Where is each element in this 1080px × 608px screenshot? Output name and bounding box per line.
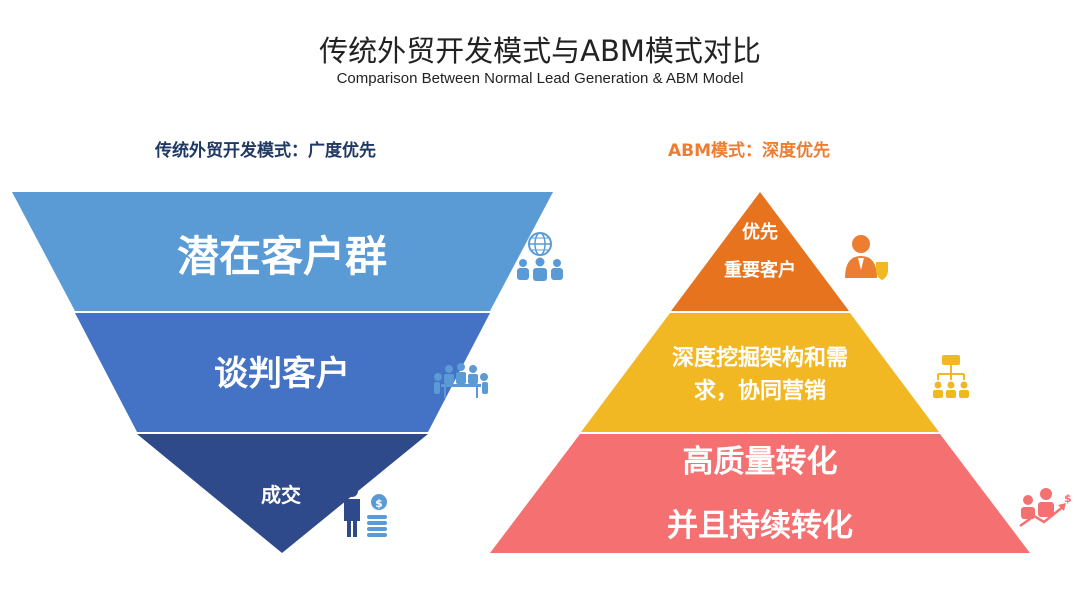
traditional-funnel: 潜在客户群 谈判客户 成交 — [12, 192, 553, 553]
abm-model-heading: ABM模式：深度优先 — [668, 141, 831, 161]
funnel-level-deal — [137, 434, 428, 553]
funnel-level-prospects — [12, 192, 553, 311]
funnel-level-negotiation-label: 谈判客户 — [214, 354, 350, 394]
businessman-money-icon: $ — [344, 485, 387, 537]
abm-pyramid: 优先 重要客户 深度挖掘架构和需 求，协同营销 高质量转化 并且持续转化 — [490, 192, 1030, 553]
funnel-level-deal-label: 成交 — [261, 483, 301, 507]
globe-team-icon — [517, 232, 563, 281]
funnel-level-prospects-label: 潜在客户群 — [177, 232, 387, 281]
svg-text:$: $ — [375, 497, 383, 510]
pyramid-level-conversion — [490, 434, 1030, 553]
pyramid-level-priority — [671, 192, 849, 311]
meeting-team-icon — [434, 363, 488, 398]
pyramid-deep-mining-line-2: 求，协同营销 — [694, 379, 826, 404]
pyramid-level-deep-mining — [581, 313, 939, 432]
page-title: 传统外贸开发模式与ABM模式对比 — [319, 34, 761, 68]
team-growth-icon: $ — [1019, 488, 1072, 528]
page-subtitle: Comparison Between Normal Lead Generatio… — [336, 70, 744, 87]
svg-text:$: $ — [1064, 492, 1072, 505]
vip-person-shield-icon — [845, 235, 888, 280]
pyramid-deep-mining-line-1: 深度挖掘架构和需 — [672, 345, 848, 371]
funnel-level-negotiation — [75, 313, 490, 432]
pyramid-conversion-line-1: 高质量转化 — [683, 444, 838, 480]
pyramid-priority-line-2: 重要客户 — [724, 259, 796, 281]
pyramid-priority-line-1: 优先 — [742, 221, 778, 243]
traditional-model-heading: 传统外贸开发模式：广度优先 — [155, 141, 376, 161]
pyramid-conversion-line-2: 并且持续转化 — [667, 508, 853, 544]
org-structure-icon — [933, 355, 969, 398]
